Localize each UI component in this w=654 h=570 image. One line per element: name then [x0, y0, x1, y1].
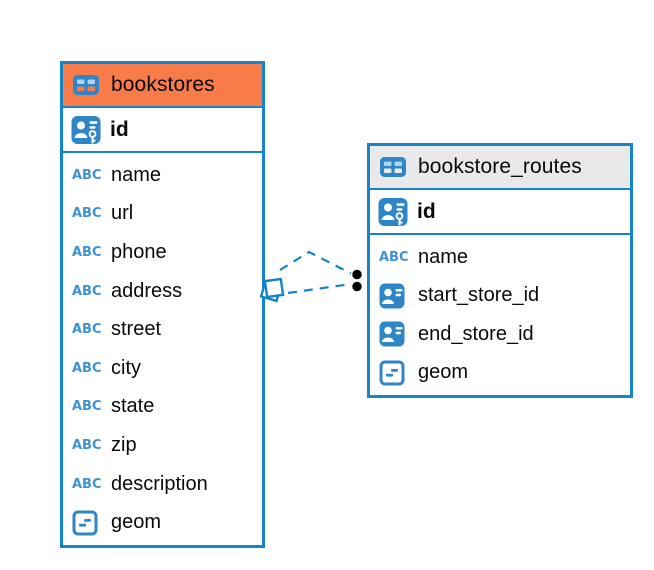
foreign-key-icon	[379, 321, 411, 347]
column-row-phone[interactable]: ABC phone	[63, 233, 262, 272]
column-name: end_store_id	[418, 322, 534, 345]
text-type-icon: ABC	[379, 249, 409, 265]
column-name: address	[111, 279, 183, 302]
column-name: id	[110, 117, 129, 141]
column-name: city	[111, 356, 141, 379]
column-name: description	[111, 472, 208, 495]
table-bookstores[interactable]: bookstores id ABC name ABC url ABC phone…	[60, 61, 265, 548]
text-type-icon: ABC	[72, 399, 102, 415]
column-row-description[interactable]: ABC description	[63, 465, 262, 504]
column-row-url[interactable]: ABC url	[63, 195, 262, 234]
foreign-key-icon	[379, 283, 411, 309]
text-type-icon: ABC	[72, 437, 102, 453]
column-name: name	[418, 245, 469, 268]
column-row-name[interactable]: ABC name	[63, 156, 262, 195]
table-header-bookstore-routes[interactable]: bookstore_routes	[370, 146, 630, 190]
column-row-id[interactable]: id	[63, 108, 262, 153]
text-type-icon: ABC	[72, 360, 102, 376]
column-name: id	[417, 199, 436, 223]
text-type-icon: ABC	[72, 167, 102, 183]
relationship-line-lower[interactable]	[287, 282, 352, 295]
primary-key-icon	[378, 197, 410, 227]
column-row-name[interactable]: ABC name	[370, 238, 630, 277]
text-type-icon: ABC	[72, 244, 102, 260]
text-type-icon: ABC	[72, 283, 102, 299]
table-title: bookstores	[111, 73, 215, 96]
table-icon	[379, 155, 411, 179]
column-name: phone	[111, 240, 167, 263]
geometry-type-icon	[379, 360, 411, 386]
primary-key-icon	[71, 115, 103, 145]
column-row-zip[interactable]: ABC zip	[63, 426, 262, 465]
column-name: zip	[111, 433, 137, 456]
text-type-icon: ABC	[72, 322, 102, 338]
table-title: bookstore_routes	[418, 155, 582, 178]
text-type-icon: ABC	[72, 206, 102, 222]
column-row-street[interactable]: ABC street	[63, 310, 262, 349]
column-row-end-store-id[interactable]: end_store_id	[370, 315, 630, 354]
column-row-address[interactable]: ABC address	[63, 272, 262, 311]
column-name: start_store_id	[418, 284, 540, 307]
column-row-state[interactable]: ABC state	[63, 388, 262, 427]
column-name: state	[111, 395, 155, 418]
table-icon	[72, 73, 104, 97]
column-name: name	[111, 163, 162, 186]
text-type-icon: ABC	[72, 476, 102, 492]
column-name: geom	[111, 511, 162, 534]
column-name: url	[111, 202, 134, 225]
table-bookstore-routes[interactable]: bookstore_routes id ABC name start_store…	[367, 143, 633, 398]
column-row-geom[interactable]: geom	[63, 503, 262, 542]
column-list: ABC name ABC url ABC phone ABC address A…	[63, 153, 262, 545]
column-list: ABC name start_store_id end_store_id geo…	[370, 235, 630, 395]
dot-markers[interactable]	[350, 268, 364, 293]
relationship-line-upper[interactable]	[279, 250, 353, 275]
column-row-start-store-id[interactable]: start_store_id	[370, 277, 630, 316]
table-header-bookstores[interactable]: bookstores	[63, 64, 262, 108]
column-name: geom	[418, 361, 469, 384]
geometry-type-icon	[72, 510, 104, 536]
column-row-id[interactable]: id	[370, 190, 630, 235]
column-row-geom[interactable]: geom	[370, 354, 630, 393]
column-row-city[interactable]: ABC city	[63, 349, 262, 388]
column-name: street	[111, 318, 162, 341]
